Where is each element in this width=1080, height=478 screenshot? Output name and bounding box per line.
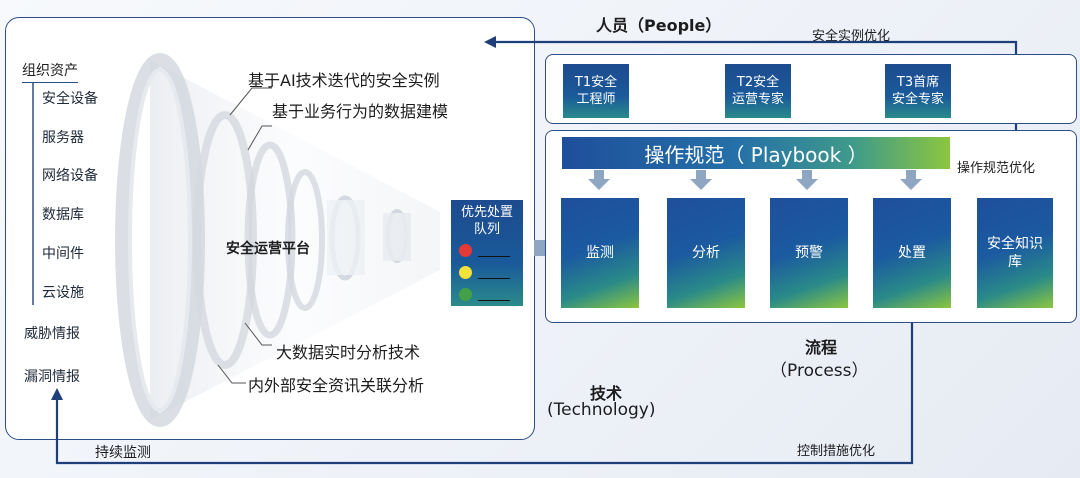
asset-item: 服务器 (42, 130, 84, 146)
asset-item: 数据库 (42, 207, 84, 223)
process-sub: （Process） (770, 361, 869, 381)
expert-t3[interactable]: T3首席 安全专家 (885, 64, 951, 118)
asset-item: 安全设备 (42, 91, 98, 107)
asset-item: 中间件 (42, 246, 84, 262)
platform-center: 安全运营平台 (226, 241, 310, 257)
playbook-bar[interactable]: 操作规范（ Playbook ） (562, 137, 950, 169)
expert-t2[interactable]: T2安全 运营专家 (725, 64, 791, 118)
playbook-label: 操作规范（ Playbook ） (644, 142, 868, 167)
knowledge-line2: 库 (1008, 254, 1022, 270)
expert-t3-line2: 安全专家 (891, 92, 944, 107)
expert-t1[interactable]: T1安全 工程师 (563, 64, 629, 118)
assets-title: 组织资产 (22, 60, 78, 83)
queue-line (478, 300, 510, 301)
step-handle-label: 处置 (898, 245, 926, 261)
queue-line (478, 256, 510, 257)
expert-t1-line1: T1安全 (574, 75, 618, 90)
down-arrow-icon (796, 170, 818, 190)
people-optimize: 安全实例优化 (812, 29, 891, 44)
vuln-intel: 漏洞情报 (24, 369, 80, 385)
down-arrow-icon (690, 170, 712, 190)
step-alert[interactable]: 预警 (770, 198, 848, 308)
queue-line (478, 278, 510, 279)
expert-t1-line2: 工程师 (576, 92, 616, 107)
queue-dot-green (459, 288, 472, 301)
playbook-optimize: 操作规范优化 (957, 161, 1036, 176)
people-panel (545, 54, 1077, 124)
step-monitor[interactable]: 监测 (561, 198, 639, 308)
step-alert-label: 预警 (795, 245, 823, 261)
annotation-modeling: 基于业务行为的数据建模 (272, 102, 449, 121)
control-optimize: 控制措施优化 (797, 444, 876, 459)
step-analyze-label: 分析 (692, 245, 720, 261)
expert-t2-line2: 运营专家 (731, 92, 784, 107)
asset-item: 云设施 (42, 285, 84, 301)
expert-t3-line1: T3首席 (896, 75, 940, 90)
annotation-ai: 基于AI技术迭代的安全实例 (248, 71, 440, 90)
annotation-correlation: 内外部安全资讯关联分析 (248, 376, 425, 395)
process-label: 流程 (805, 338, 838, 357)
step-monitor-label: 监测 (586, 245, 614, 261)
knowledge-base[interactable]: 安全知识 库 (977, 198, 1053, 308)
asset-item: 网络设备 (42, 168, 98, 184)
knowledge-line1: 安全知识 (987, 236, 1043, 252)
step-analyze[interactable]: 分析 (667, 198, 745, 308)
queue-dot-yellow (459, 266, 472, 279)
continuous-monitoring: 持续监测 (95, 445, 151, 461)
queue-dot-red (459, 244, 472, 257)
threat-intel: 威胁情报 (24, 326, 80, 342)
annotation-bigdata: 大数据实时分析技术 (276, 343, 421, 362)
technology-sub: (Technology) (547, 400, 656, 420)
down-arrow-icon (900, 170, 922, 190)
step-handle[interactable]: 处置 (873, 198, 951, 308)
people-label: 人员（People） (596, 16, 722, 35)
down-arrow-icon (588, 170, 610, 190)
technology-label: 技术 (590, 384, 623, 403)
expert-t2-line1: T2安全 (736, 75, 780, 90)
queue-title: 优先处置队列 (460, 205, 513, 237)
